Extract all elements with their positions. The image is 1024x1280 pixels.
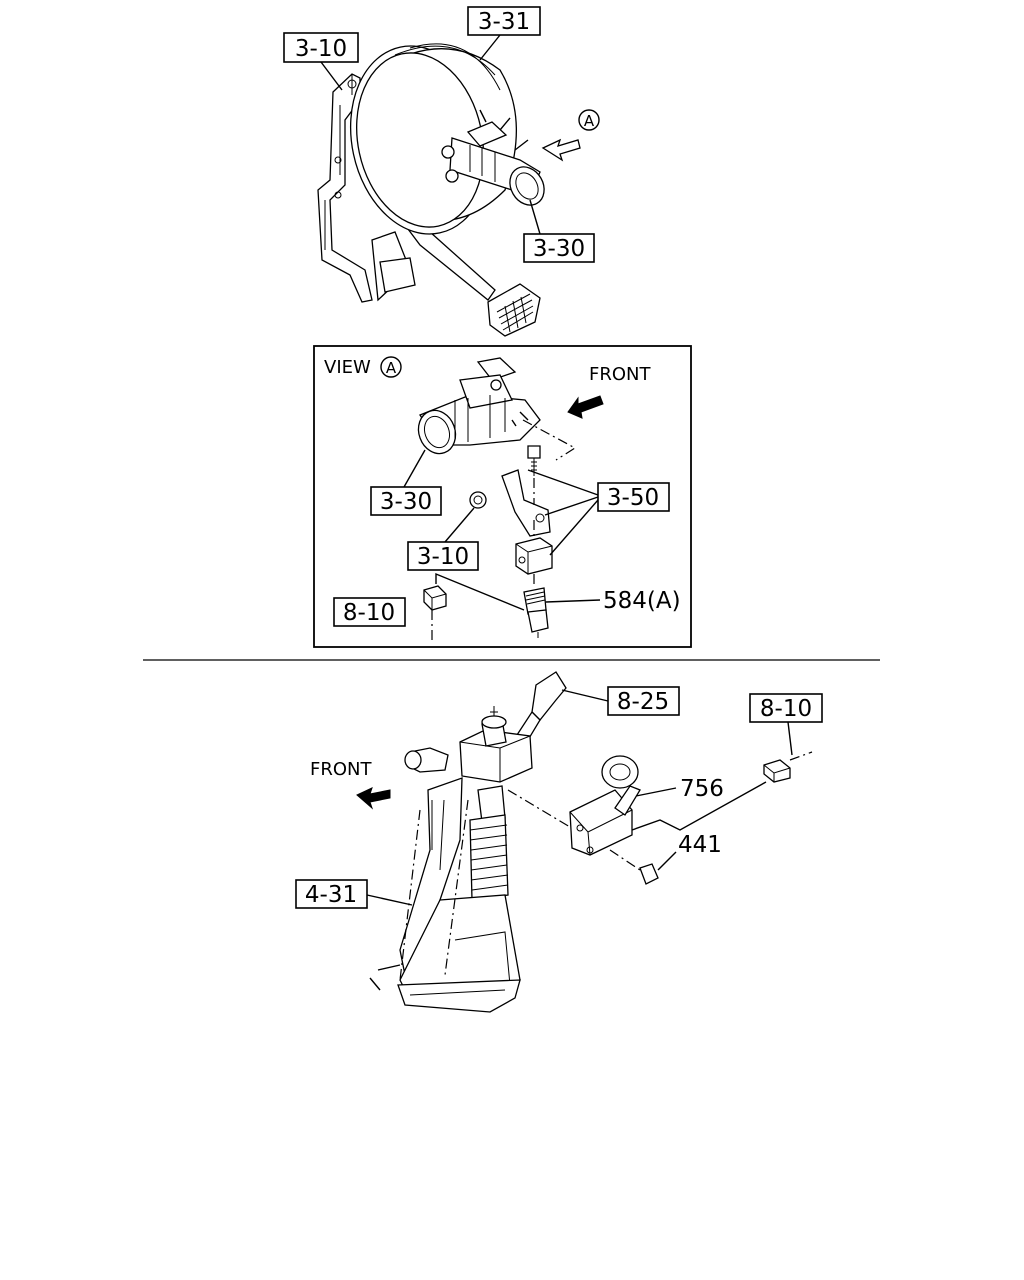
steering-column-assembly: FRONT bbox=[310, 671, 813, 1013]
callout-3-10-top: 3-10 bbox=[283, 32, 359, 91]
callout-8-10-right: 8-10 bbox=[749, 693, 823, 756]
svg-text:3-31: 3-31 bbox=[478, 9, 530, 35]
callout-4-31: 4-31 bbox=[295, 879, 413, 909]
front-label-lower: FRONT bbox=[310, 759, 372, 780]
callout-8-10-view: 8-10 bbox=[333, 597, 406, 627]
front-arrow-lower bbox=[356, 787, 391, 810]
svg-text:3-10: 3-10 bbox=[295, 36, 347, 62]
svg-text:A: A bbox=[584, 112, 595, 130]
svg-text:3-10: 3-10 bbox=[417, 544, 469, 570]
callout-584a: 584(A) bbox=[545, 588, 681, 614]
svg-text:3-30: 3-30 bbox=[380, 489, 432, 515]
callout-756: 756 bbox=[635, 776, 724, 802]
view-marker-top: A bbox=[578, 109, 600, 131]
view-title-marker: A bbox=[386, 359, 397, 377]
callout-8-25: 8-25 bbox=[561, 686, 680, 716]
svg-text:441: 441 bbox=[678, 832, 722, 858]
column-boot-ribs bbox=[469, 824, 509, 891]
svg-text:8-25: 8-25 bbox=[617, 689, 669, 715]
svg-text:8-10: 8-10 bbox=[760, 696, 812, 722]
callout-3-31: 3-31 bbox=[467, 6, 541, 61]
brake-booster-assembly bbox=[317, 43, 581, 337]
svg-text:584(A): 584(A) bbox=[603, 588, 681, 614]
callout-3-10-view: 3-10 bbox=[407, 507, 479, 571]
svg-text:3-50: 3-50 bbox=[607, 485, 659, 511]
front-arrow-view bbox=[567, 395, 604, 419]
callout-3-50: 3-50 bbox=[527, 469, 670, 556]
svg-text:4-31: 4-31 bbox=[305, 882, 357, 908]
callout-3-30-view: 3-30 bbox=[370, 449, 442, 516]
svg-text:3-30: 3-30 bbox=[533, 236, 585, 262]
view-title: VIEW bbox=[324, 357, 371, 378]
front-label-view: FRONT bbox=[589, 364, 651, 385]
svg-text:8-10: 8-10 bbox=[343, 600, 395, 626]
callout-441: 441 bbox=[657, 832, 722, 871]
pedal-pad-grid bbox=[496, 293, 534, 333]
callout-3-30-top: 3-30 bbox=[523, 199, 595, 263]
svg-text:756: 756 bbox=[680, 776, 724, 802]
